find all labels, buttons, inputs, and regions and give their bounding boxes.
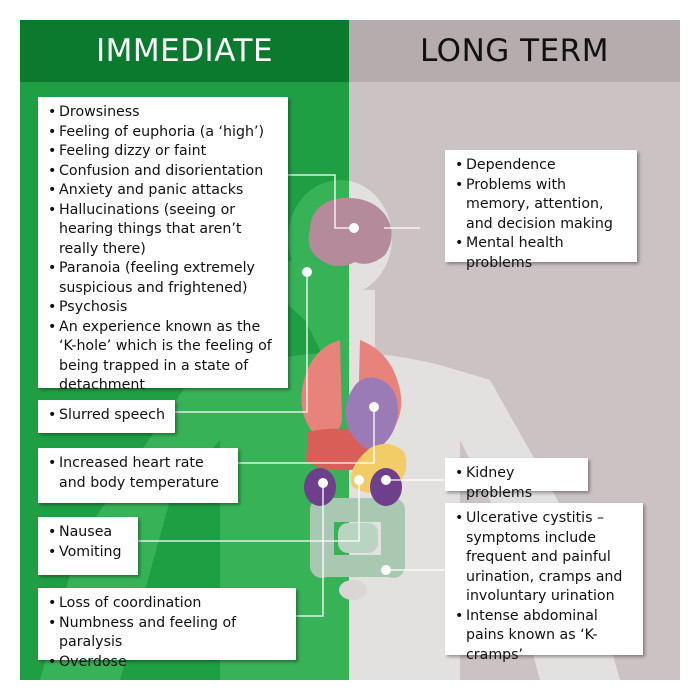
list-item: Psychosis (48, 298, 280, 318)
list-item: Mental health problems (455, 234, 629, 273)
bladder-organ (339, 580, 367, 600)
brain-organ (308, 197, 392, 267)
list-item: Ulcerative cystitis – symptoms include f… (455, 509, 635, 607)
right-kidney-organ (370, 468, 402, 506)
immediate-brain-effects-list: Drowsiness Feeling of euphoria (a ‘high’… (48, 103, 280, 396)
left-lung-organ (301, 340, 342, 440)
list-item: Confusion and disorientation (48, 162, 280, 182)
list-item: Vomiting (48, 543, 130, 563)
immediate-brain-effects-box: Drowsiness Feeling of euphoria (a ‘high’… (38, 97, 288, 393)
long-term-header: LONG TERM (349, 20, 680, 82)
immediate-speech-box: Slurred speech (38, 400, 175, 433)
long-term-brain-box: Dependence Problems with memory, attenti… (445, 150, 637, 271)
heart-organ (345, 377, 398, 452)
connector-dots (302, 223, 391, 575)
list-item: Increased heart rate and body temperatur… (48, 454, 230, 493)
list-item: Dependence (455, 156, 629, 176)
list-item: Feeling dizzy or faint (48, 142, 280, 162)
long-term-kidney-box: Kidney problems (445, 458, 588, 501)
list-item: Numbness and feeling of paralysis (48, 614, 288, 653)
immediate-heart-box: Increased heart rate and body temperatur… (38, 448, 238, 503)
list-item: Kidney problems (455, 464, 580, 503)
list-item: Intense abdominal pains known as ‘K-cram… (455, 607, 635, 666)
long-term-bladder-box: Ulcerative cystitis – symptoms include f… (445, 503, 643, 663)
connector-lines (118, 174, 446, 617)
list-item: Problems with memory, attention, and dec… (455, 176, 629, 235)
list-item: Nausea (48, 523, 130, 543)
list-item: Anxiety and panic attacks (48, 181, 280, 201)
immediate-body-box: Loss of coordination Numbness and feelin… (38, 588, 296, 672)
immediate-header: IMMEDIATE (20, 20, 349, 82)
list-item: Paranoia (feeling extremely suspicious a… (48, 259, 280, 298)
list-item: An experience known as the ‘K-hole’ whic… (48, 318, 280, 396)
list-item: Feeling of euphoria (a ‘high’) (48, 123, 280, 143)
list-item: Loss of coordination (48, 594, 288, 614)
list-item: Drowsiness (48, 103, 280, 123)
list-item: Hallucinations (seeing or hearing things… (48, 201, 280, 260)
list-item: Slurred speech (48, 406, 167, 426)
intestines-organ (310, 498, 405, 578)
list-item: Overdose (48, 653, 288, 673)
immediate-stomach-box: Nausea Vomiting (38, 517, 138, 575)
